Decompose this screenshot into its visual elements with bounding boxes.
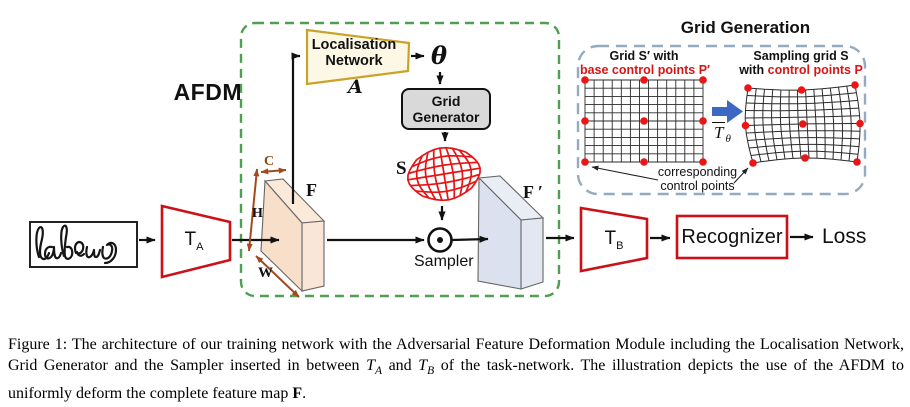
sampling-grid-caption-line1: Sampling grid S bbox=[753, 49, 849, 63]
ta-base: T bbox=[184, 229, 197, 250]
figure-caption: Figure 1: The architecture of our traini… bbox=[8, 334, 904, 404]
dimension-arrows bbox=[246, 167, 300, 298]
grid-generation-dashed-box bbox=[576, 44, 867, 196]
caption-ta-sub: A bbox=[375, 365, 383, 378]
localisation-network-label: Localisation Network bbox=[304, 37, 404, 69]
note-line1: corresponding bbox=[657, 165, 738, 179]
handwritten-word bbox=[35, 224, 118, 265]
tb-label: TB bbox=[588, 228, 640, 252]
locnet-line2: Network bbox=[325, 52, 383, 69]
caption-tb-sub: B bbox=[427, 365, 435, 378]
ta-label: TA bbox=[166, 229, 222, 253]
caption-line2: Grid Generator and the Sampler inserted … bbox=[8, 355, 904, 383]
f-prime-label: F ′ bbox=[523, 182, 543, 202]
f-label: F bbox=[306, 180, 317, 200]
base-grid-caption-line2: base control points P′ bbox=[579, 63, 711, 77]
control-points bbox=[581, 76, 864, 167]
sampler-icon bbox=[427, 227, 453, 253]
tb-encoder-shape bbox=[579, 206, 649, 273]
localisation-network-shape bbox=[305, 28, 411, 86]
ta-encoder-shape bbox=[160, 204, 232, 279]
grid-generation-title: Grid Generation bbox=[680, 18, 811, 37]
sampler-label: Sampler bbox=[414, 253, 474, 270]
caption-seg: and bbox=[382, 357, 419, 375]
afdm-dashed-box bbox=[239, 21, 561, 298]
sampling-grid-caption-red: control points P bbox=[767, 63, 863, 77]
sampling-grid-caption-black: with bbox=[739, 63, 768, 77]
ta-sub: A bbox=[196, 240, 204, 253]
locnet-symbol: A bbox=[348, 76, 363, 98]
tb-base: T bbox=[604, 228, 617, 249]
recognizer-box bbox=[675, 214, 789, 260]
recognizer-label: Recognizer bbox=[681, 225, 783, 248]
feature-map-f-prime bbox=[477, 175, 545, 290]
caption-f: F bbox=[292, 385, 303, 402]
caption-seg: Grid Generator and the Sampler inserted … bbox=[8, 357, 367, 375]
caption-ta: T bbox=[366, 357, 375, 375]
dim-h-label: H bbox=[252, 206, 263, 221]
theta-label: θ bbox=[431, 41, 448, 70]
gg-line2: Generator bbox=[412, 109, 480, 125]
t-theta-sub: θ bbox=[725, 133, 731, 145]
transform-arrow-icon bbox=[712, 100, 743, 123]
dim-c-label: C bbox=[264, 154, 275, 169]
loss-label: Loss bbox=[822, 225, 867, 248]
caption-seg: uniformly deform the complete feature ma… bbox=[8, 385, 293, 402]
sampling-grid-caption-line2: with control points P bbox=[726, 63, 876, 78]
afdm-label: AFDM bbox=[173, 79, 242, 105]
caption-seg: of the task-network. The illustration de… bbox=[434, 357, 905, 375]
gg-line1: Grid bbox=[431, 93, 461, 109]
sampling-grid bbox=[744, 84, 861, 164]
locnet-line1: Localisation bbox=[311, 37, 397, 53]
tb-sub: B bbox=[616, 239, 624, 252]
grid-generator-box bbox=[401, 88, 491, 130]
s-label: S bbox=[396, 158, 407, 179]
grid-generator-label: Grid Generator bbox=[402, 93, 490, 125]
corresponding-points-note: corresponding control points bbox=[640, 165, 755, 193]
base-grid-caption-line1: Grid S′ with bbox=[609, 49, 679, 63]
caption-seg: . bbox=[302, 385, 307, 402]
caption-line1: Figure 1: The architecture of our traini… bbox=[8, 336, 904, 353]
note-arrows bbox=[591, 165, 749, 184]
caption-line3: uniformly deform the complete feature ma… bbox=[8, 383, 904, 404]
deformed-grid-s bbox=[407, 146, 481, 202]
architecture-diagram bbox=[29, 21, 867, 298]
t-theta-base: T bbox=[712, 122, 726, 142]
caption-tb: T bbox=[418, 357, 428, 375]
dim-w-label: W bbox=[258, 265, 273, 281]
note-line2: control points bbox=[660, 178, 735, 193]
